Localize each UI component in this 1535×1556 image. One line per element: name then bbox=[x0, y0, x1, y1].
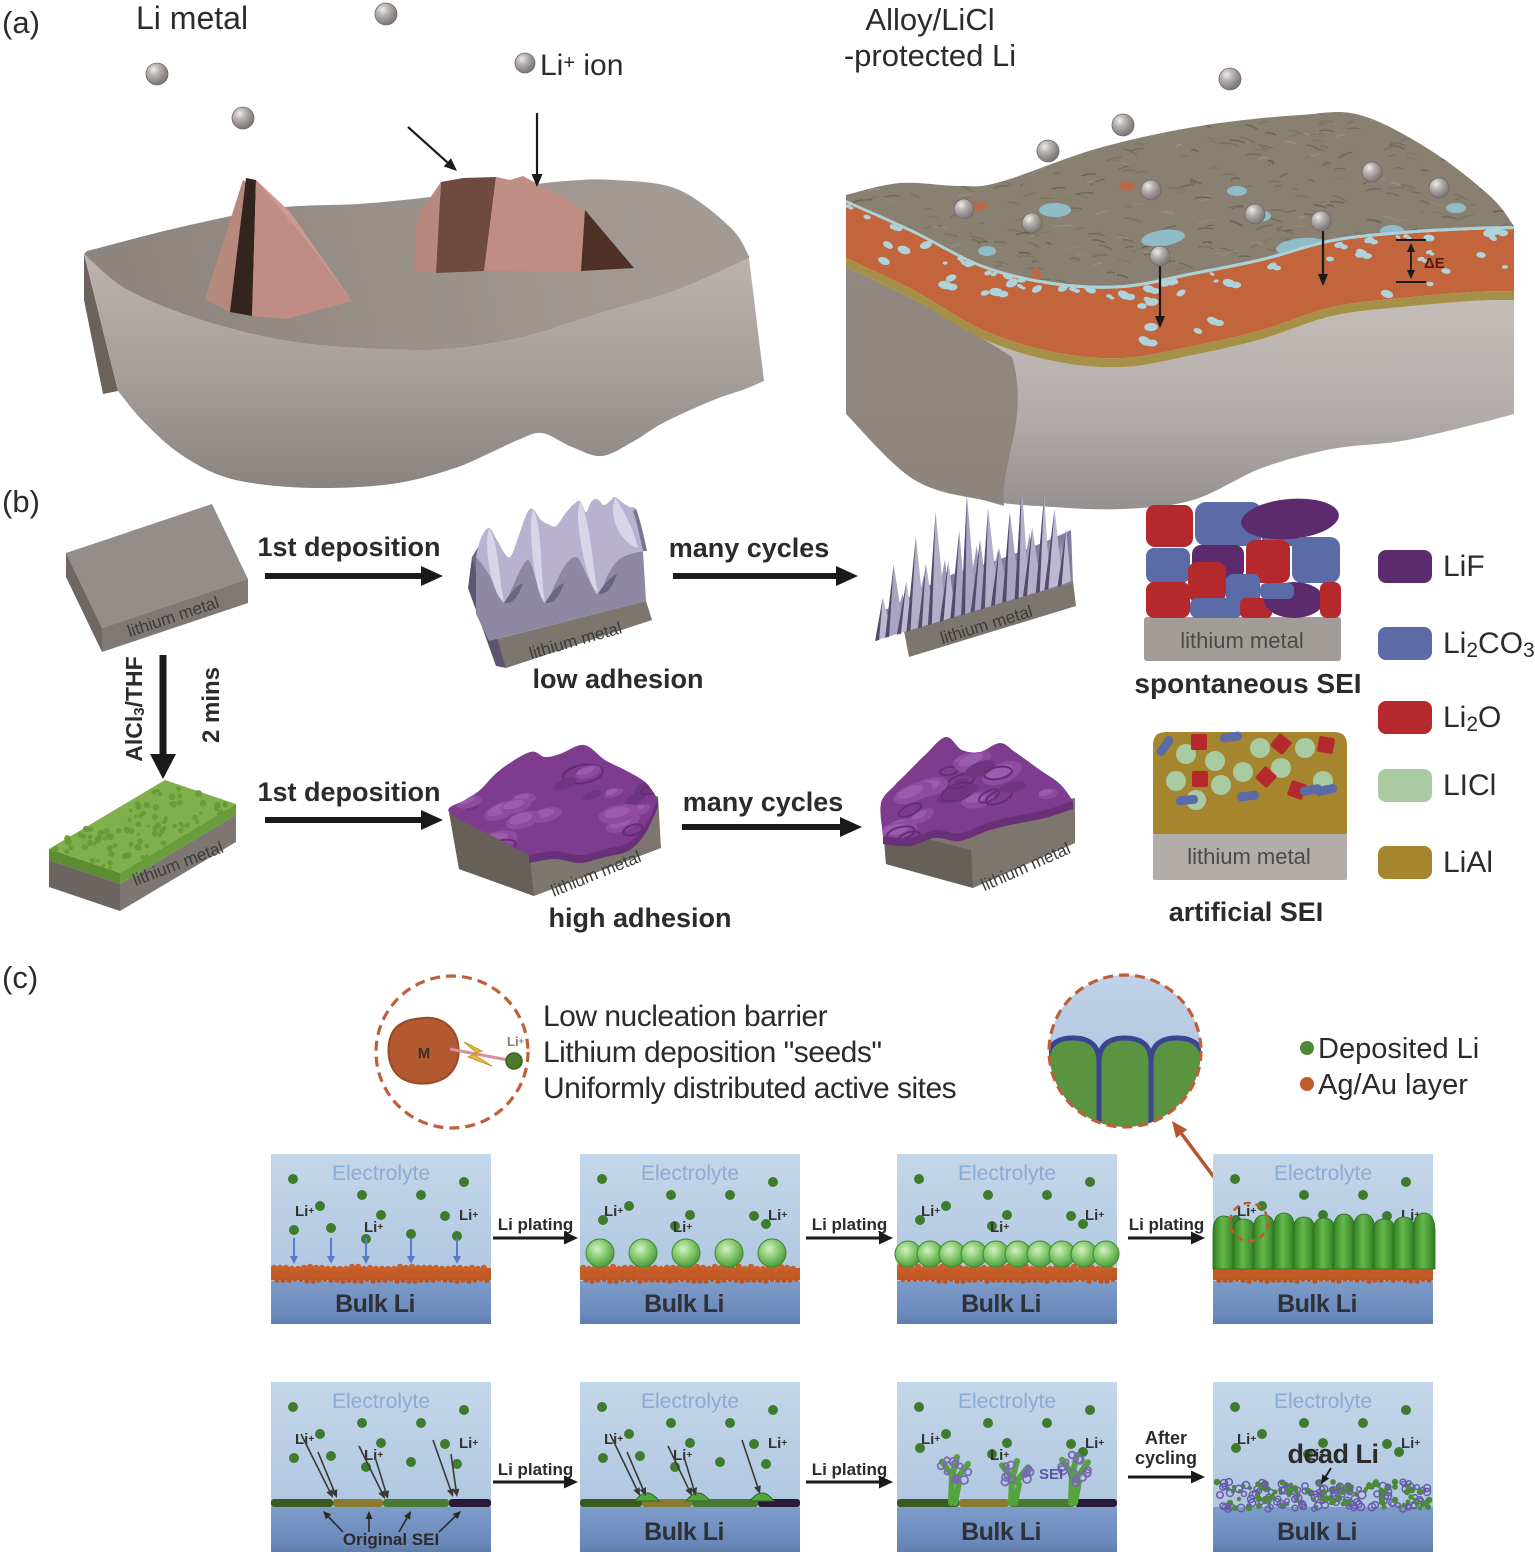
svg-text:Li+: Li+ bbox=[768, 1435, 787, 1452]
svg-text:Deposited Li: Deposited Li bbox=[1318, 1033, 1479, 1065]
svg-text:Bulk Li: Bulk Li bbox=[961, 1290, 1041, 1318]
svg-text:many cycles: many cycles bbox=[683, 787, 844, 817]
svg-text:spontaneous SEI: spontaneous SEI bbox=[1134, 668, 1361, 699]
svg-text:Original SEI: Original SEI bbox=[343, 1530, 439, 1549]
svg-text:Li+: Li+ bbox=[1237, 1203, 1256, 1220]
svg-text:low adhesion: low adhesion bbox=[532, 664, 703, 694]
svg-text:2 mins: 2 mins bbox=[198, 667, 225, 743]
svg-text:Li+ ion: Li+ ion bbox=[540, 49, 623, 82]
svg-text:Li+: Li+ bbox=[1401, 1435, 1420, 1452]
svg-text:Bulk Li: Bulk Li bbox=[1277, 1290, 1357, 1318]
svg-text:-protected Li: -protected Li bbox=[844, 38, 1016, 73]
svg-text:Ag/Au layer: Ag/Au layer bbox=[1318, 1069, 1468, 1101]
svg-text:Li+: Li+ bbox=[459, 1435, 478, 1452]
svg-text:Electrolyte: Electrolyte bbox=[332, 1390, 430, 1413]
svg-text:Uniformly distributed active s: Uniformly distributed active sites bbox=[543, 1072, 956, 1105]
svg-text:M: M bbox=[418, 1045, 431, 1062]
svg-text:Bulk Li: Bulk Li bbox=[335, 1290, 415, 1318]
svg-text:Electrolyte: Electrolyte bbox=[958, 1162, 1056, 1185]
svg-text:Electrolyte: Electrolyte bbox=[641, 1390, 739, 1413]
svg-text:Low nucleation barrier: Low nucleation barrier bbox=[543, 1000, 828, 1033]
svg-text:Li+: Li+ bbox=[1085, 1207, 1104, 1224]
svg-text:1st deposition: 1st deposition bbox=[257, 532, 440, 562]
svg-text:Li plating: Li plating bbox=[498, 1460, 574, 1479]
svg-text:Electrolyte: Electrolyte bbox=[332, 1162, 430, 1185]
svg-text:Li+: Li+ bbox=[990, 1447, 1009, 1464]
svg-text:high adhesion: high adhesion bbox=[548, 903, 731, 933]
svg-text:Li+: Li+ bbox=[1306, 1447, 1325, 1464]
svg-text:SEI: SEI bbox=[1039, 1466, 1063, 1483]
svg-text:Li+: Li+ bbox=[295, 1203, 314, 1220]
svg-text:Li+: Li+ bbox=[921, 1203, 940, 1220]
svg-text:Li+: Li+ bbox=[459, 1207, 478, 1224]
svg-text:LICl: LICl bbox=[1443, 769, 1496, 802]
svg-text:(a): (a) bbox=[2, 5, 40, 40]
svg-text:cycling: cycling bbox=[1135, 1448, 1197, 1468]
svg-text:Bulk Li: Bulk Li bbox=[1277, 1518, 1357, 1546]
svg-text:Li+: Li+ bbox=[990, 1219, 1009, 1236]
svg-text:dead Li: dead Li bbox=[1287, 1439, 1378, 1469]
svg-text:Lithium deposition "seeds": Lithium deposition "seeds" bbox=[543, 1036, 882, 1069]
svg-text:Li2CO3: Li2CO3 bbox=[1443, 627, 1535, 662]
svg-text:Li+: Li+ bbox=[604, 1203, 623, 1220]
svg-text:Li plating: Li plating bbox=[1129, 1215, 1205, 1234]
svg-text:(c): (c) bbox=[2, 960, 38, 995]
svg-text:Bulk Li: Bulk Li bbox=[644, 1290, 724, 1318]
svg-text:Li+: Li+ bbox=[921, 1431, 940, 1448]
svg-text:(b): (b) bbox=[2, 484, 40, 519]
svg-text:Electrolyte: Electrolyte bbox=[1274, 1390, 1372, 1413]
svg-text:LiAl: LiAl bbox=[1443, 846, 1493, 879]
svg-text:Li+: Li+ bbox=[364, 1219, 383, 1236]
svg-text:1st deposition: 1st deposition bbox=[257, 777, 440, 807]
svg-text:Li+: Li+ bbox=[768, 1207, 787, 1224]
svg-text:After: After bbox=[1145, 1428, 1187, 1448]
svg-text:Li plating: Li plating bbox=[498, 1215, 574, 1234]
svg-text:Li+: Li+ bbox=[507, 1034, 524, 1049]
svg-text:Bulk Li: Bulk Li bbox=[961, 1518, 1041, 1546]
svg-text:lithium metal: lithium metal bbox=[1180, 628, 1303, 653]
svg-text:Bulk Li: Bulk Li bbox=[644, 1518, 724, 1546]
svg-text:lithium metal: lithium metal bbox=[1187, 844, 1310, 869]
svg-text:Li+: Li+ bbox=[364, 1447, 383, 1464]
svg-text:Li+: Li+ bbox=[604, 1431, 623, 1448]
svg-text:Li+: Li+ bbox=[1237, 1431, 1256, 1448]
svg-text:Li+: Li+ bbox=[673, 1219, 692, 1236]
svg-text:Li+: Li+ bbox=[1085, 1435, 1104, 1452]
svg-text:Li metal: Li metal bbox=[136, 0, 248, 36]
svg-text:artificial SEI: artificial SEI bbox=[1169, 897, 1324, 927]
svg-text:ΔE: ΔE bbox=[1424, 255, 1445, 272]
svg-text:LiF: LiF bbox=[1443, 550, 1485, 583]
svg-text:Alloy/LiCl: Alloy/LiCl bbox=[865, 2, 994, 37]
svg-text:Electrolyte: Electrolyte bbox=[958, 1390, 1056, 1413]
svg-text:Li+: Li+ bbox=[295, 1431, 314, 1448]
svg-text:Li plating: Li plating bbox=[812, 1460, 888, 1479]
svg-text:Electrolyte: Electrolyte bbox=[641, 1162, 739, 1185]
svg-text:Li+: Li+ bbox=[673, 1447, 692, 1464]
svg-text:Electrolyte: Electrolyte bbox=[1274, 1162, 1372, 1185]
svg-text:many cycles: many cycles bbox=[669, 533, 830, 563]
svg-text:Li plating: Li plating bbox=[812, 1215, 888, 1234]
